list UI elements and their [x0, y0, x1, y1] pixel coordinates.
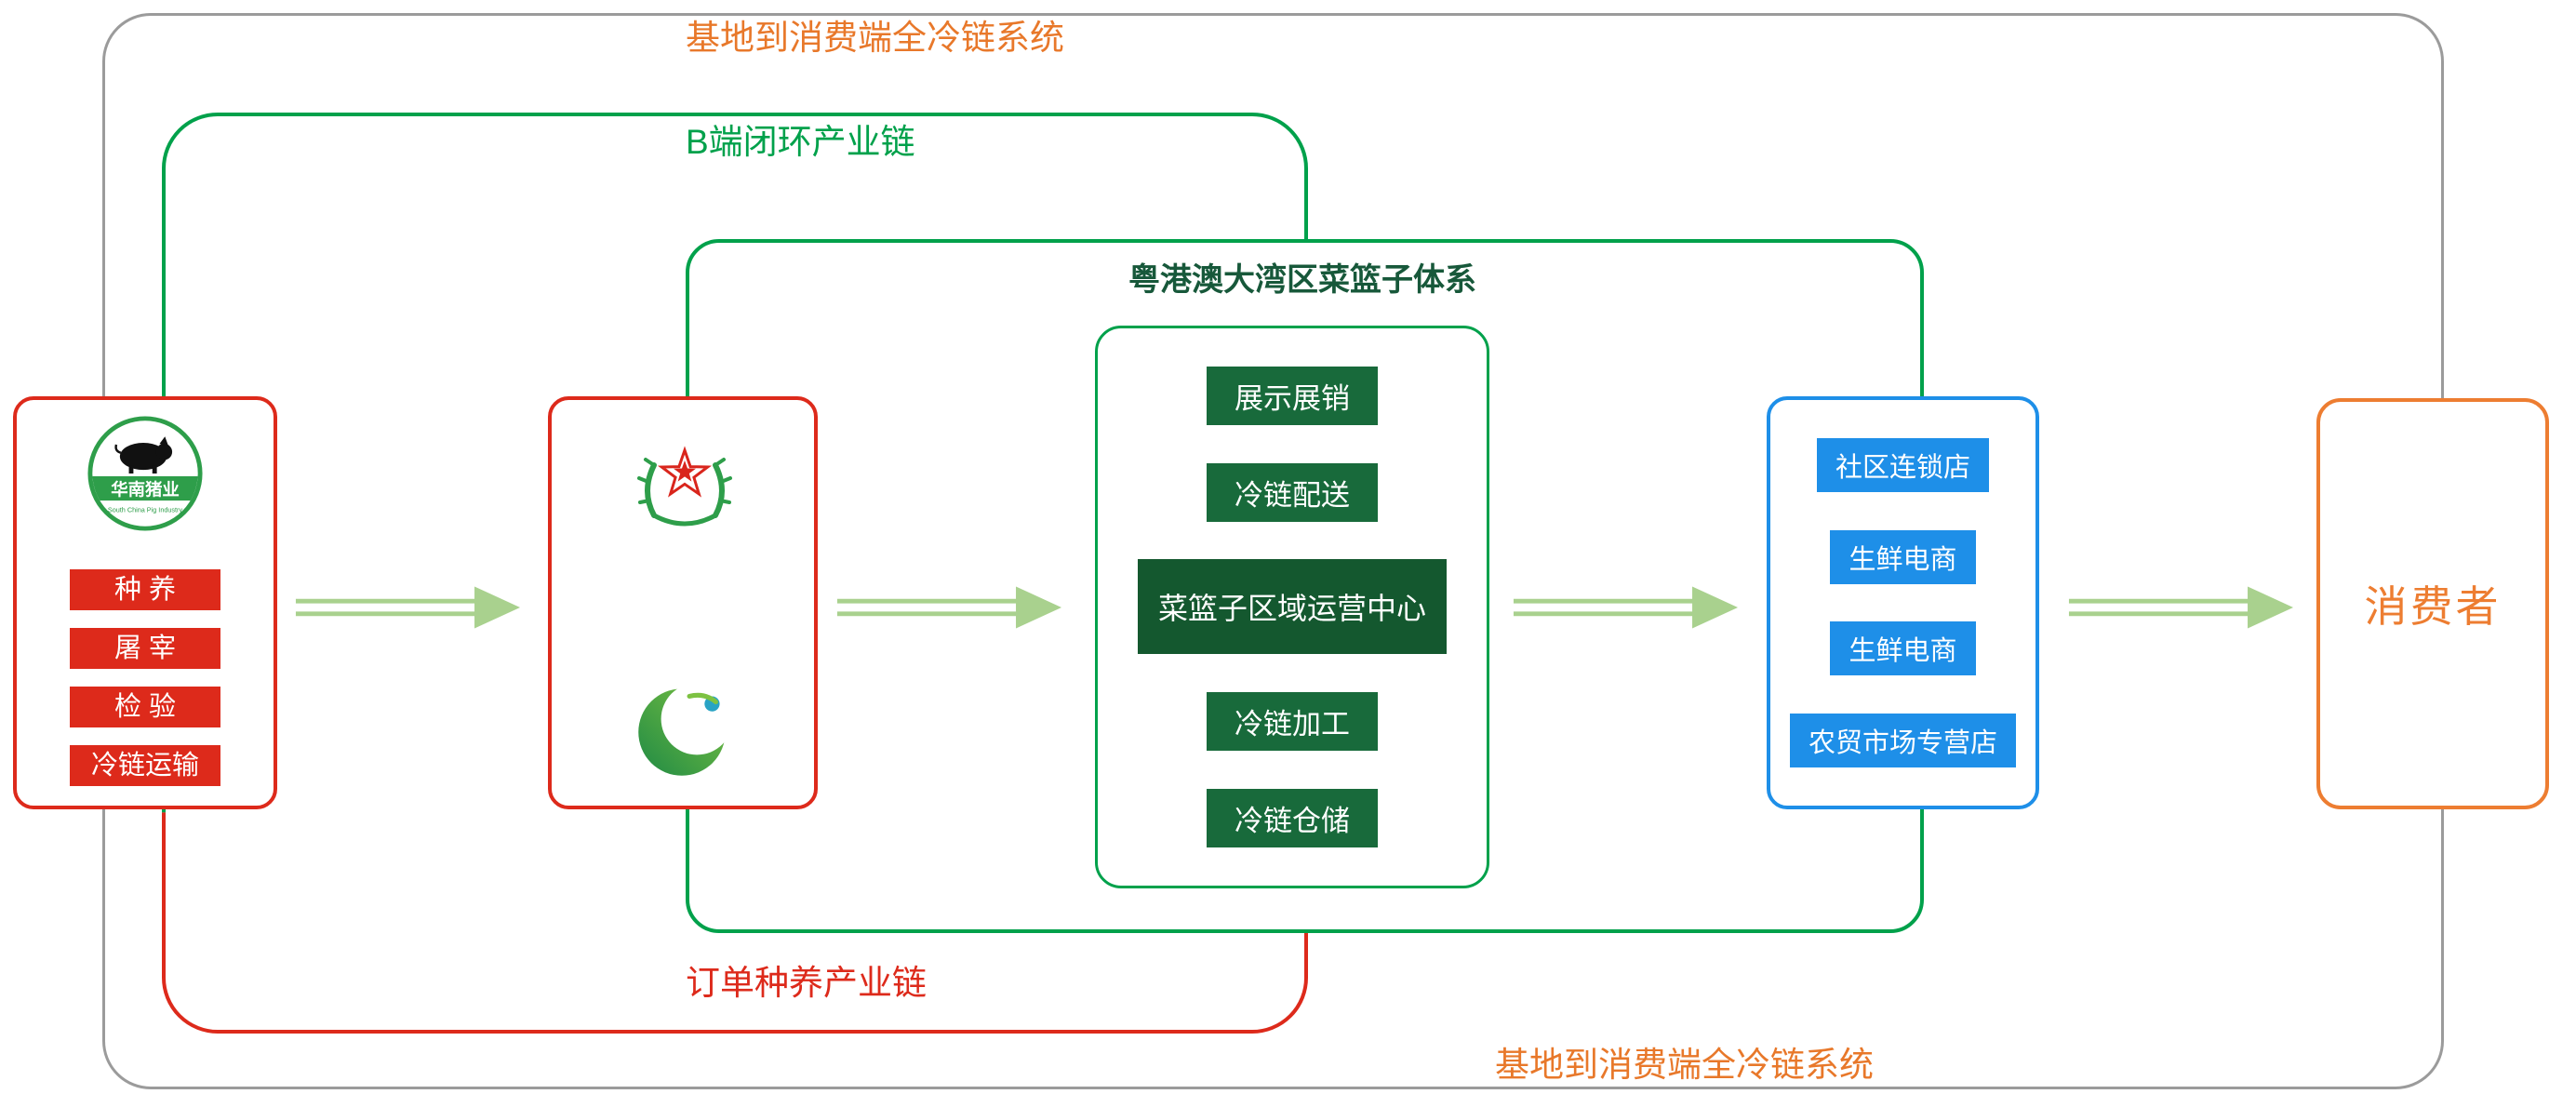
basket-items-container: 展示展销 冷链配送 菜篮子区域运营中心 冷链加工 冷链仓储 [1095, 326, 1489, 888]
b-chain-label: B端闭环产业链 [686, 123, 915, 161]
greater-bay-basket-logo-icon [638, 683, 733, 776]
supplier-items: 种 养 屠 宰 检 验 冷链运输 [70, 569, 220, 786]
retail-item-fresh-ecommerce-1: 生鲜电商 [1830, 529, 1976, 584]
retail-item-farmers-market: 农贸市场专营店 [1789, 714, 2016, 768]
basket-item-cold-storage: 冷链仓储 [1207, 789, 1378, 848]
retail-item-community-chain: 社区连锁店 [1816, 437, 1989, 492]
basket-item-regional-center: 菜篮子区域运营中心 [1137, 559, 1447, 655]
consumer-label: 消费者 [2364, 582, 2502, 631]
basket-item-cold-processing: 冷链加工 [1207, 692, 1378, 752]
flow-arrow-icon [836, 586, 1062, 629]
bottom-system-label: 基地到消费端全冷链系统 [1495, 1046, 1874, 1084]
supplier-item-breeding: 种 养 [70, 569, 220, 610]
south-china-pig-logo-icon: 华南猪业 South China Pig Industry [87, 416, 203, 531]
order-chain-label: 订单种养产业链 [686, 964, 927, 1002]
basket-system-title: 粤港澳大湾区菜篮子体系 [1128, 262, 1476, 298]
star-wreath-emblem-icon [637, 446, 732, 527]
consumer-box: 消费者 [2316, 398, 2549, 809]
supplier-item-slaughter: 屠 宰 [70, 628, 220, 669]
basket-item-exhibition: 展示展销 [1207, 366, 1378, 425]
logo-name-text: 华南猪业 [111, 479, 180, 499]
basket-item-cold-delivery: 冷链配送 [1207, 462, 1378, 522]
supplier-box: 华南猪业 South China Pig Industry 种 养 屠 宰 检 … [13, 396, 277, 809]
top-system-label: 基地到消费端全冷链系统 [686, 19, 1064, 57]
supplier-item-inspection: 检 验 [70, 687, 220, 727]
retail-item-fresh-ecommerce-2: 生鲜电商 [1830, 621, 1976, 676]
supplier-item-cold-transport: 冷链运输 [70, 745, 220, 786]
flow-arrow-icon [295, 586, 521, 629]
flow-arrow-icon [1513, 586, 1739, 629]
flow-arrow-icon [2068, 586, 2294, 629]
certification-box [548, 396, 818, 809]
logo-subtitle-text: South China Pig Industry [108, 506, 183, 514]
retail-box: 社区连锁店 生鲜电商 生鲜电商 农贸市场专营店 [1767, 396, 2039, 809]
